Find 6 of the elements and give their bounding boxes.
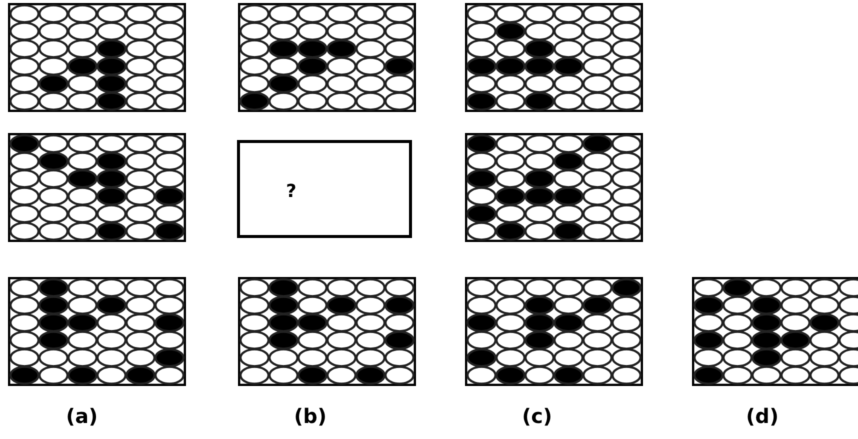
- answer-box: [237, 140, 412, 238]
- question-mark: ?: [286, 181, 296, 202]
- option-label: (b): [294, 404, 327, 428]
- option-label: (a): [66, 404, 98, 428]
- option-label: (c): [522, 404, 552, 428]
- option-label: (d): [746, 404, 779, 428]
